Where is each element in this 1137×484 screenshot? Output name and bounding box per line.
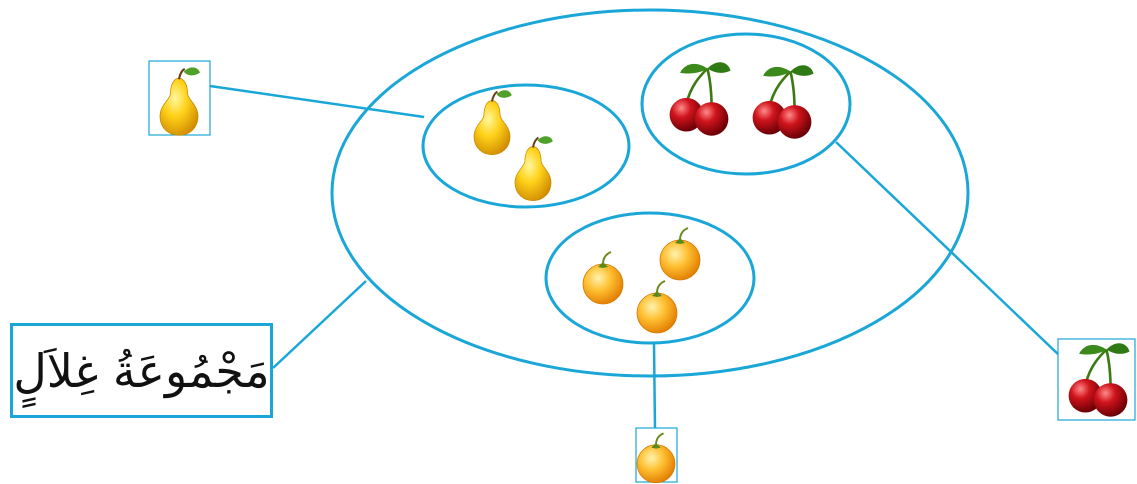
orange-icon bbox=[636, 280, 678, 334]
orange-icon bbox=[582, 251, 624, 305]
set-label: مَجْمُوعَةُ غِلاَلٍ bbox=[13, 343, 270, 398]
cherry-subset-ellipse bbox=[640, 32, 852, 176]
pear-connector bbox=[209, 84, 425, 119]
pear-subset-ellipse bbox=[421, 83, 631, 209]
cherry-connector bbox=[835, 141, 1061, 357]
main-set-ellipse bbox=[330, 8, 970, 378]
orange-subset-ellipse bbox=[544, 211, 756, 345]
cherry-icon bbox=[668, 60, 732, 138]
orange-icon bbox=[659, 227, 701, 281]
pear-icon bbox=[473, 89, 513, 156]
pear-element bbox=[148, 60, 211, 137]
orange-element bbox=[635, 427, 678, 484]
label-connector bbox=[272, 280, 367, 369]
orange-connector bbox=[652, 342, 657, 431]
cherry-element bbox=[1057, 338, 1136, 421]
set-label-box: مَجْمُوعَةُ غِلاَلٍ bbox=[10, 323, 273, 418]
cherry-icon bbox=[751, 63, 815, 141]
pear-icon bbox=[514, 135, 554, 202]
